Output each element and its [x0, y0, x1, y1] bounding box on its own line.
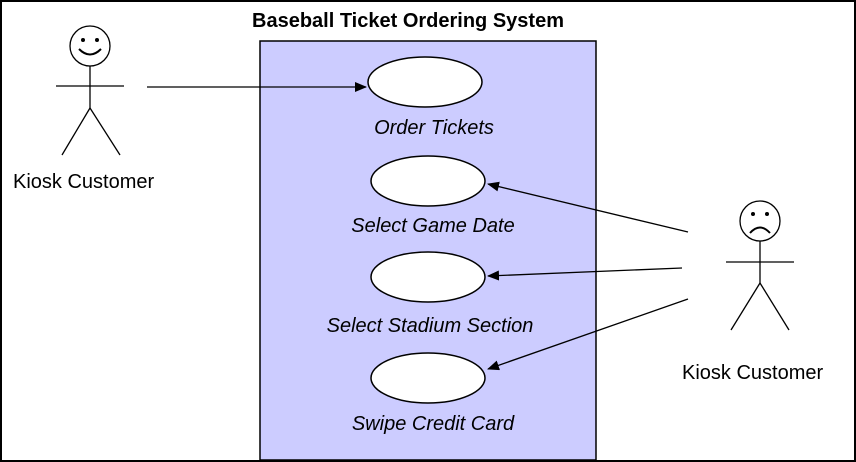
- frowning-face-icon: [739, 200, 781, 242]
- use-case-select-game-date-label: Select Game Date: [351, 215, 515, 237]
- use-case-select-stadium-section-ellipse[interactable]: [370, 251, 486, 303]
- smiling-face-icon: [69, 25, 111, 67]
- use-case-swipe-credit-card-label: Swipe Credit Card: [351, 413, 515, 435]
- system-title: Baseball Ticket Ordering System: [252, 10, 564, 32]
- actor-right-figure[interactable]: [726, 200, 794, 331]
- association-right-to-select-stadium-section: [487, 267, 683, 281]
- use-case-swipe-credit-card-ellipse[interactable]: [370, 352, 486, 404]
- use-case-order-tickets-label: Order Tickets: [374, 117, 494, 139]
- use-case-select-stadium-section-label: Select Stadium Section: [326, 315, 534, 337]
- use-case-order-tickets-ellipse[interactable]: [367, 56, 483, 108]
- actor-right-label: Kiosk Customer: [682, 362, 824, 384]
- actor-left-label: Kiosk Customer: [13, 171, 155, 193]
- use-case-select-game-date-ellipse[interactable]: [370, 155, 486, 207]
- association-right-to-swipe-credit-card: [487, 298, 689, 371]
- actor-left-figure[interactable]: [56, 25, 124, 156]
- association-right-to-select-game-date: [487, 181, 689, 233]
